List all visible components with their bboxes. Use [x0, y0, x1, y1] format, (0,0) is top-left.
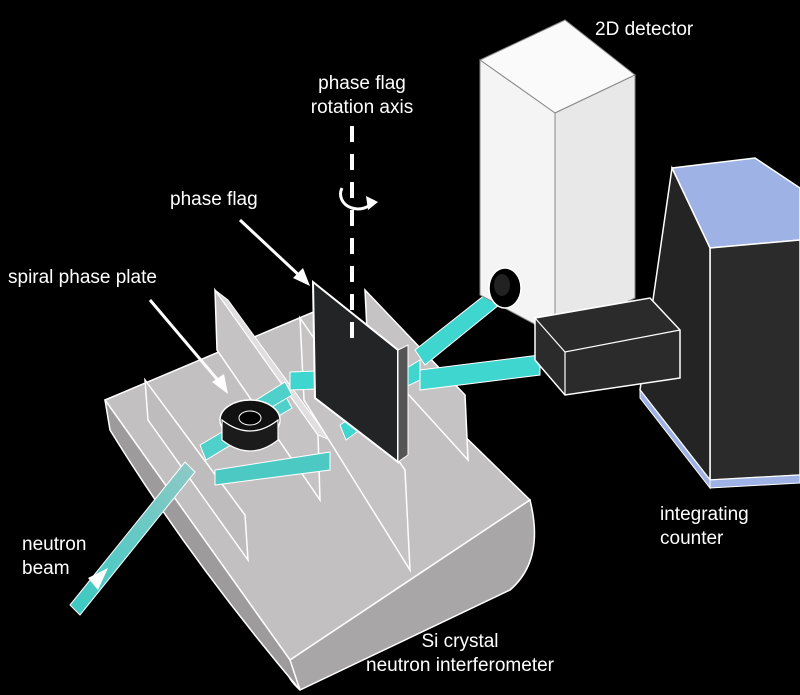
spiral-phase-plate	[219, 399, 281, 452]
pointer-arrows	[148, 218, 310, 394]
label-phase-flag: phase flag	[170, 189, 258, 210]
label-neutron-beam: neutron beam	[22, 533, 86, 581]
label-integrating-counter-line1: integrating	[660, 504, 749, 525]
label-rotation-axis: phase flag rotation axis	[300, 72, 424, 120]
incoming-neutron-beam	[69, 461, 196, 616]
phase-flag	[311, 279, 409, 465]
label-rotation-axis-line1: phase flag	[318, 73, 406, 94]
integrating-counter	[534, 157, 800, 490]
detector-2d	[479, 19, 636, 336]
label-integrating-counter-line2: counter	[660, 528, 724, 549]
label-interferometer-line1: Si crystal	[421, 631, 499, 652]
crystal-blade-1	[144, 377, 249, 563]
label-2d-detector: 2D detector	[595, 19, 694, 40]
label-interferometer-line2: neutron interferometer	[366, 655, 554, 676]
label-interferometer: Si crystal neutron interferometer	[350, 630, 570, 678]
label-neutron-beam-line1: neutron	[22, 534, 87, 555]
rotation-axis-line	[339, 126, 378, 350]
label-rotation-axis-line2: rotation axis	[310, 97, 414, 118]
label-spiral-phase-plate: spiral phase plate	[8, 267, 157, 288]
label-neutron-beam-line2: beam	[22, 558, 70, 579]
label-integrating-counter: integrating counter	[660, 503, 749, 551]
